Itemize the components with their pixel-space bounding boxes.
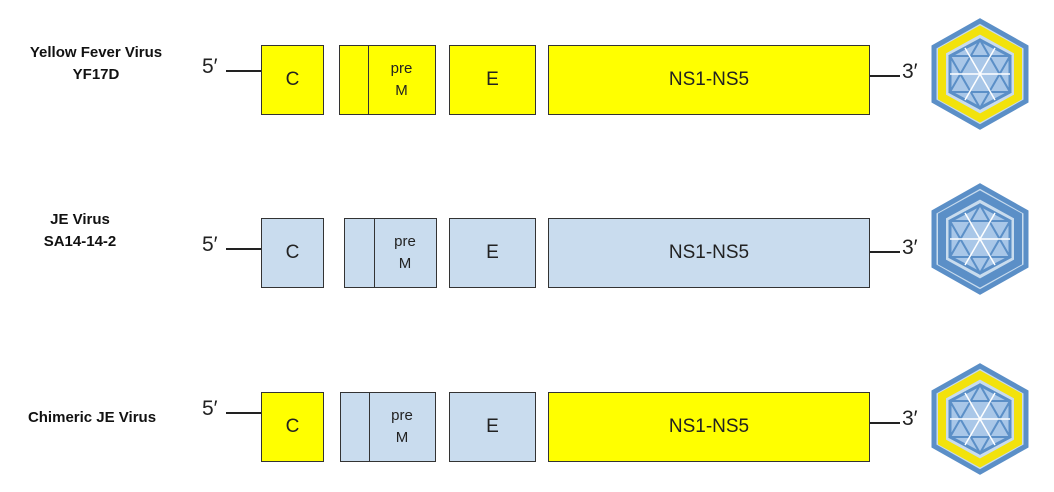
genome-row-chimeric-je: Chimeric JE Virus 5′ C pre M E NS1-NS5 3… xyxy=(0,363,1054,475)
five-prime-line xyxy=(226,70,262,72)
yellow-blue-virion-icon xyxy=(931,18,1029,130)
segment-prem: pre M xyxy=(340,392,436,462)
row-label-line1: Chimeric JE Virus xyxy=(27,409,157,426)
segment-prem-bottom: M xyxy=(395,429,409,446)
segment-prem-top: pre xyxy=(391,407,413,424)
segment-ns1-ns5: NS1-NS5 xyxy=(548,392,870,462)
segment-divider xyxy=(368,46,369,114)
segment-e: E xyxy=(449,392,536,462)
row-label: Chimeric JE Virus xyxy=(4,407,180,429)
genome-row-yellow-fever: Yellow Fever Virus YF17D 5′ C pre M E NS… xyxy=(0,18,1054,130)
five-prime-label: 5′ xyxy=(202,233,218,256)
three-prime-line xyxy=(870,251,900,253)
row-label-line1: JE Virus xyxy=(50,211,110,228)
row-label: JE Virus SA14-14-2 xyxy=(0,209,160,253)
segment-divider xyxy=(369,393,370,461)
segment-prem-bottom: M xyxy=(398,255,412,272)
yellow-blue-virion-icon xyxy=(931,363,1029,475)
three-prime-label: 3′ xyxy=(902,60,918,83)
segment-prem: pre M xyxy=(344,218,437,288)
segment-prem-top: pre xyxy=(390,60,413,77)
segment-ns1-ns5: NS1-NS5 xyxy=(548,45,870,115)
segment-prem-top: pre xyxy=(394,233,416,250)
segment-c: C xyxy=(261,218,324,288)
row-label-line1: Yellow Fever Virus xyxy=(29,44,163,61)
segment-e: E xyxy=(449,218,536,288)
segment-ns1-ns5: NS1-NS5 xyxy=(548,218,870,288)
five-prime-line xyxy=(226,412,262,414)
five-prime-line xyxy=(226,248,262,250)
three-prime-label: 3′ xyxy=(902,236,918,259)
three-prime-label: 3′ xyxy=(902,407,918,430)
five-prime-label: 5′ xyxy=(202,397,218,420)
segment-prem: pre M xyxy=(339,45,436,115)
row-label-line2: YF17D xyxy=(72,66,120,83)
segment-e: E xyxy=(449,45,536,115)
segment-prem-bottom: M xyxy=(395,82,408,99)
five-prime-label: 5′ xyxy=(202,55,218,78)
segment-c: C xyxy=(261,45,324,115)
three-prime-line xyxy=(870,422,900,424)
genome-row-je-virus: JE Virus SA14-14-2 5′ C pre M E NS1-NS5 … xyxy=(0,183,1054,295)
segment-c: C xyxy=(261,392,324,462)
three-prime-line xyxy=(870,75,900,77)
row-label-line2: SA14-14-2 xyxy=(43,233,117,250)
segment-divider xyxy=(374,219,375,287)
blue-virion-icon xyxy=(931,183,1029,295)
row-label: Yellow Fever Virus YF17D xyxy=(8,42,184,86)
